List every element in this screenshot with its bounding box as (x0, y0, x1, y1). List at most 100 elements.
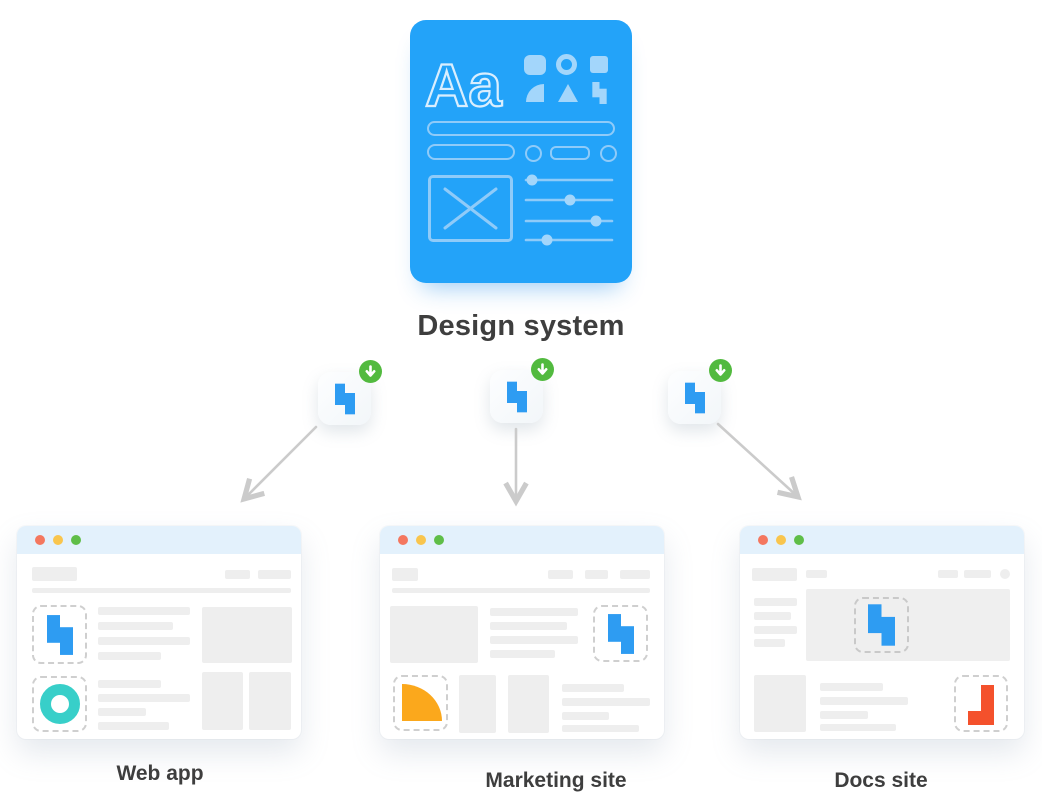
slider-handle (564, 194, 576, 206)
avatar (1000, 569, 1010, 579)
logo-placeholder (752, 568, 797, 581)
radio-placeholder (525, 145, 542, 162)
maximize-dot-icon (434, 535, 444, 545)
component-slot-logo (854, 597, 909, 653)
media-placeholder (459, 675, 496, 733)
donut-chart-icon (39, 684, 80, 724)
component-logo-icon (334, 383, 355, 414)
marketing-site-label: Marketing site (485, 769, 627, 792)
text-line-placeholder (98, 680, 161, 688)
text-line-placeholder (562, 684, 624, 692)
media-placeholder (754, 675, 806, 732)
radio-placeholder (600, 145, 617, 162)
text-line-placeholder (562, 712, 609, 720)
close-dot-icon (398, 535, 408, 545)
component-logo-icon (506, 381, 527, 412)
input-field-placeholder (427, 121, 615, 136)
browser-window-marketing-site (380, 526, 664, 739)
component-package-icon (318, 360, 382, 425)
sidebar-line-placeholder (754, 639, 785, 647)
text-line-placeholder (98, 652, 161, 660)
slider-handle (526, 174, 538, 186)
nav-placeholder (964, 570, 991, 578)
minimize-dot-icon (416, 535, 426, 545)
docs-site-label: Docs site (834, 769, 928, 792)
button-placeholder (550, 146, 590, 160)
diagram-title: Design system (417, 310, 625, 342)
square-shape-icon (590, 56, 608, 73)
component-slot-quarter (393, 675, 448, 731)
text-line-placeholder (98, 708, 146, 716)
text-line-placeholder (98, 622, 173, 630)
component-logo-icon (684, 382, 705, 413)
nav-placeholder (585, 570, 608, 579)
design-system-card: Aa (410, 20, 632, 283)
component-package-icon (490, 358, 554, 423)
close-dot-icon (758, 535, 768, 545)
component-slot-donut (32, 676, 87, 732)
content-panel-placeholder (806, 589, 1010, 661)
quarter-circle-shape-icon (526, 84, 544, 102)
nav-placeholder (620, 570, 650, 579)
sidebar-line-placeholder (754, 612, 791, 620)
maximize-dot-icon (794, 535, 804, 545)
typography-specimen-text: Aa (425, 54, 502, 116)
text-line-placeholder (98, 637, 190, 645)
image-x-icon (443, 187, 498, 230)
media-placeholder (202, 607, 292, 663)
ring-shape-icon (556, 54, 577, 75)
minimize-dot-icon (776, 535, 786, 545)
component-slot-corner (954, 675, 1008, 732)
browser-titlebar (740, 526, 1024, 554)
text-line-placeholder (490, 650, 555, 658)
component-slot-logo (32, 605, 87, 664)
text-line-placeholder (562, 698, 650, 706)
component-logo-icon (607, 613, 634, 654)
input-field-placeholder (427, 144, 515, 160)
web-app-label: Web app (116, 762, 204, 785)
sidebar-line-placeholder (754, 598, 797, 606)
arrow-to-web-app (240, 425, 318, 503)
slider-handle (590, 215, 602, 227)
download-badge-icon (359, 360, 382, 383)
text-line-placeholder (820, 697, 908, 705)
component-logo-icon (46, 614, 73, 655)
text-line-placeholder (98, 722, 169, 730)
nav-placeholder (938, 570, 958, 578)
minimize-dot-icon (53, 535, 63, 545)
browser-titlebar (17, 526, 301, 554)
media-placeholder (202, 672, 243, 730)
arrow-to-docs-site (716, 422, 802, 501)
typography-specimen: Aa (424, 54, 503, 116)
nav-placeholder (806, 570, 827, 578)
text-line-placeholder (820, 711, 868, 719)
text-line-placeholder (820, 724, 896, 731)
image-placeholder (428, 175, 513, 242)
browser-titlebar (380, 526, 664, 554)
corner-shape-icon (968, 685, 994, 725)
component-slot-logo (593, 605, 648, 662)
hero-media-placeholder (390, 606, 478, 663)
text-line-placeholder (490, 608, 578, 616)
media-placeholder (249, 672, 291, 730)
rounded-square-shape-icon (524, 55, 546, 75)
component-logo-icon (868, 604, 895, 646)
logo-placeholder (392, 568, 418, 581)
triangle-shape-icon (558, 84, 578, 102)
text-line-placeholder (98, 694, 190, 702)
close-dot-icon (35, 535, 45, 545)
slider-handle (541, 234, 553, 246)
maximize-dot-icon (71, 535, 81, 545)
download-badge-icon (531, 358, 554, 381)
text-line-placeholder (562, 725, 639, 732)
quarter-circle-chart-icon (402, 684, 442, 721)
text-line-placeholder (820, 683, 883, 691)
media-placeholder (508, 675, 549, 733)
sliders-group (524, 174, 614, 246)
logo-placeholder (32, 567, 77, 581)
sidebar-line-placeholder (754, 626, 797, 634)
nav-placeholder (258, 570, 291, 579)
nav-placeholder (225, 570, 250, 579)
browser-window-web-app (17, 526, 301, 739)
